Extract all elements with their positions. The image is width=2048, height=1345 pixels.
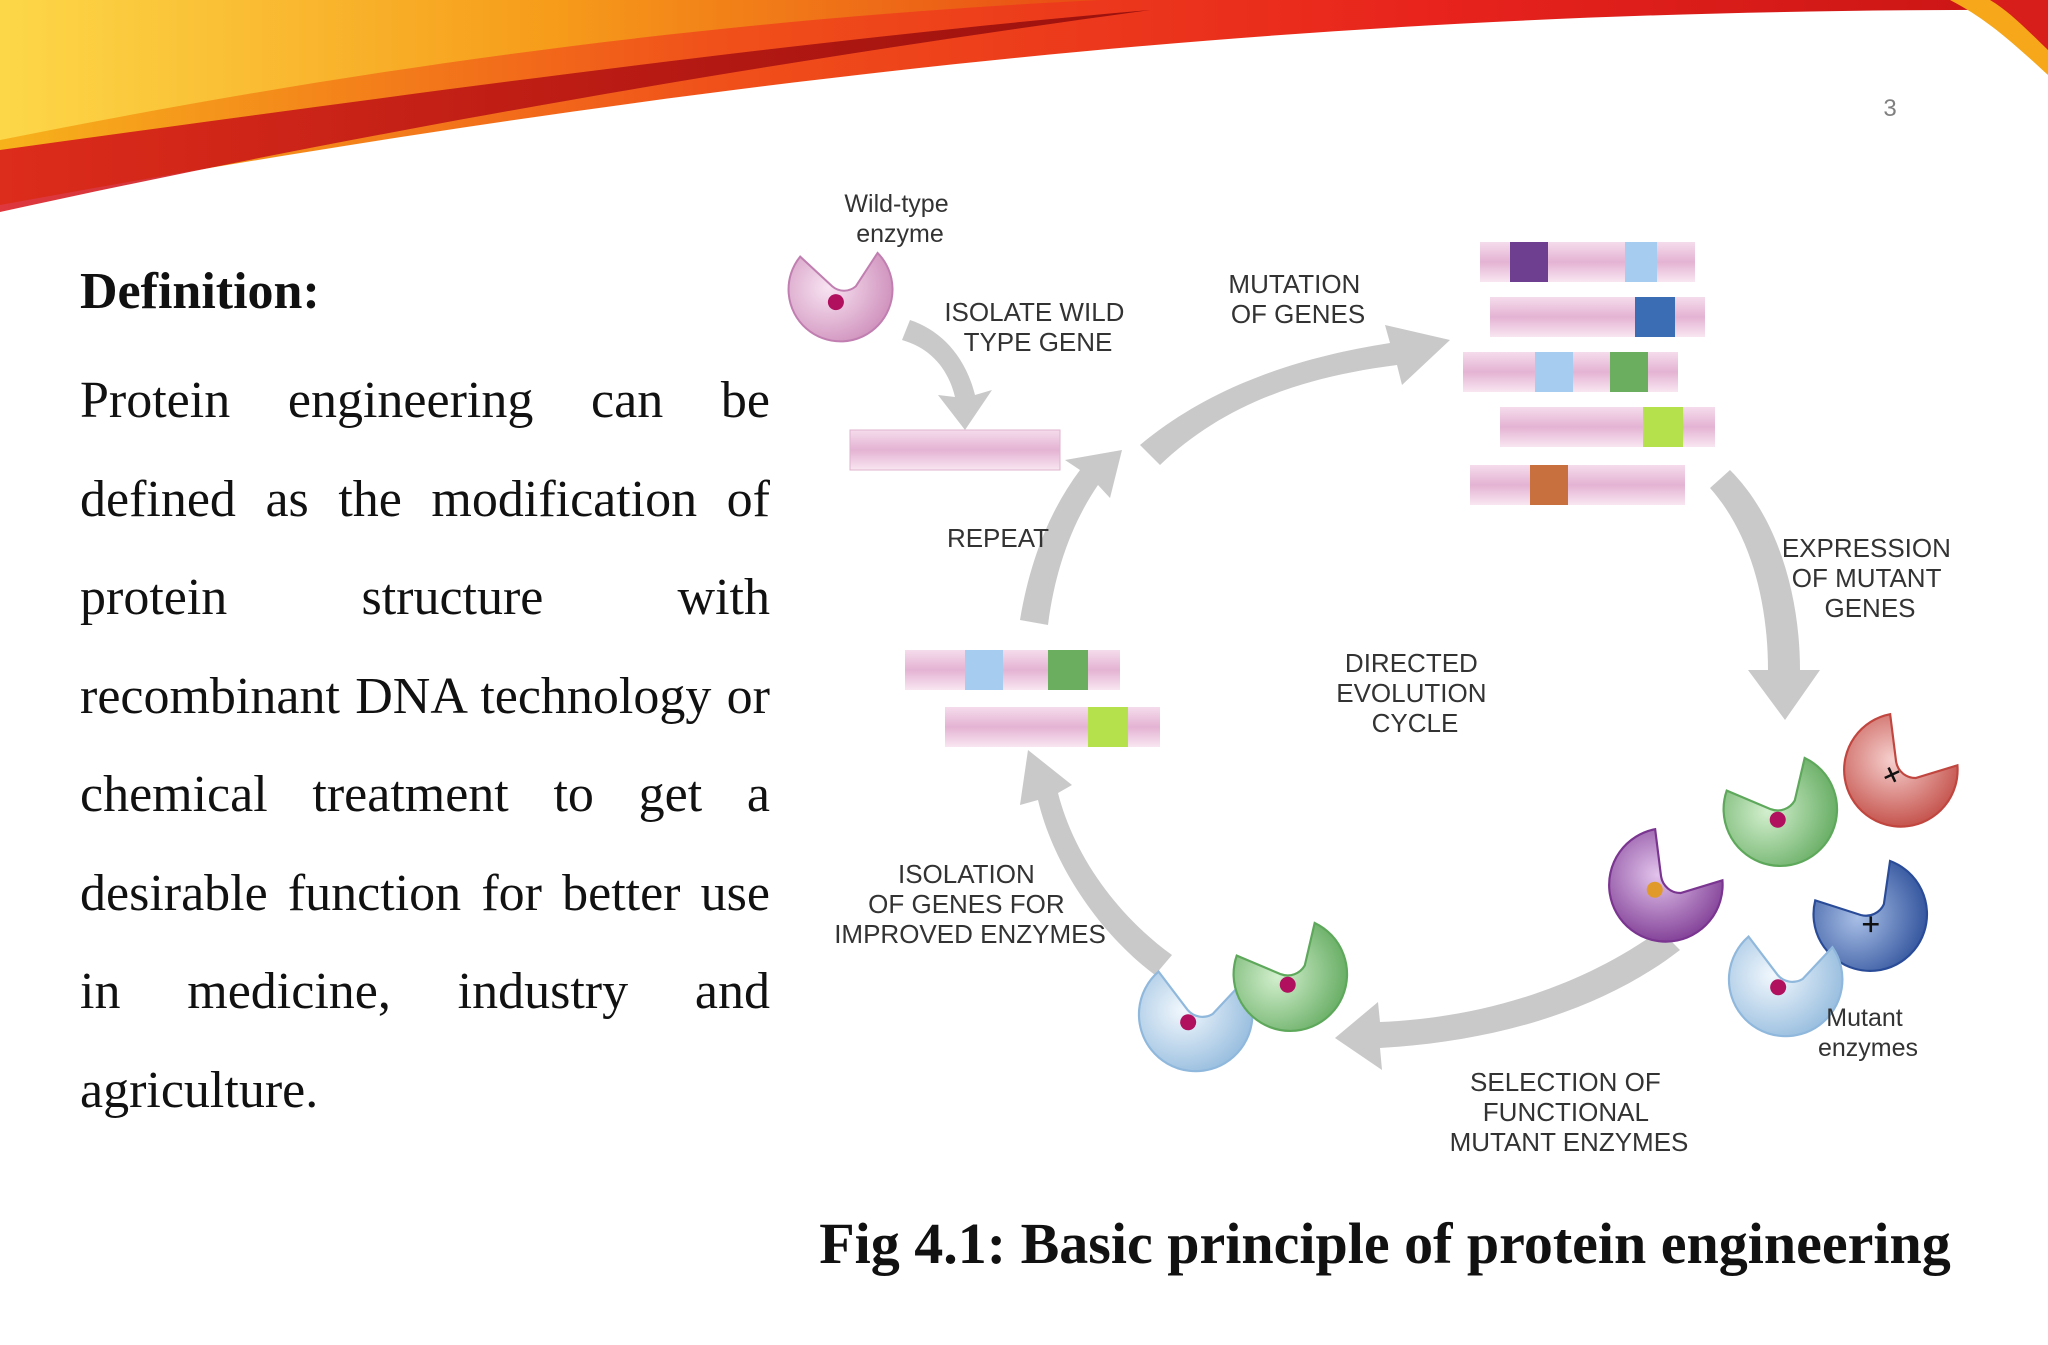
isolate-wild-type-gene-label: ISOLATE WILD TYPE GENE	[944, 297, 1131, 357]
expression-of-mutant-genes-label: EXPRESSION OF MUTANT GENES	[1782, 533, 1958, 623]
dark-blue-mutant-enzyme-icon: ×	[1794, 838, 1952, 996]
figure-caption: Fig 4.1: Basic principle of protein engi…	[819, 1211, 1951, 1276]
wild-type-gene-strand	[849, 429, 1061, 471]
directed-evolution-cycle-label: DIRECTED EVOLUTION CYCLE	[1336, 648, 1493, 738]
improved-gene-strands	[905, 650, 1160, 747]
wild-type-enzyme-icon	[780, 228, 909, 358]
selected-green-enzyme-icon	[1214, 899, 1372, 1056]
repeat-label: REPEAT	[947, 523, 1049, 553]
selected-blue-enzyme-icon	[1130, 955, 1263, 1082]
purple-mutant-enzyme-icon	[1592, 818, 1737, 959]
selection-of-functional-label: SELECTION OF FUNCTIONAL MUTANT ENZYMES	[1450, 1067, 1689, 1157]
green-mutant-enzyme-icon	[1704, 734, 1862, 891]
header-swoosh-banner	[0, 0, 2048, 212]
slide-page-number: 3	[1883, 95, 1897, 122]
light-blue-mutant-enzyme-icon	[1720, 920, 1853, 1047]
definition-body: Protein engineering can be defined as th…	[80, 372, 770, 1119]
definition-heading: Definition:	[80, 263, 320, 320]
isolation-of-genes-label: ISOLATION OF GENES FOR IMPROVED ENZYMES	[834, 859, 1106, 949]
mutant-enzymes-label: Mutant enzymes	[1818, 1004, 1918, 1062]
mutant-gene-library	[1463, 242, 1715, 505]
cycle-arrows	[902, 320, 1820, 1070]
red-mutant-enzyme-icon: ×	[1827, 703, 1972, 844]
wild-type-enzyme-label: Wild-type enzyme	[844, 190, 955, 248]
mutation-of-genes-label: MUTATION OF GENES	[1228, 269, 1367, 329]
directed-evolution-diagram: Wild-type enzyme ISOLATE WILD TYPE GENE …	[780, 190, 1972, 1157]
